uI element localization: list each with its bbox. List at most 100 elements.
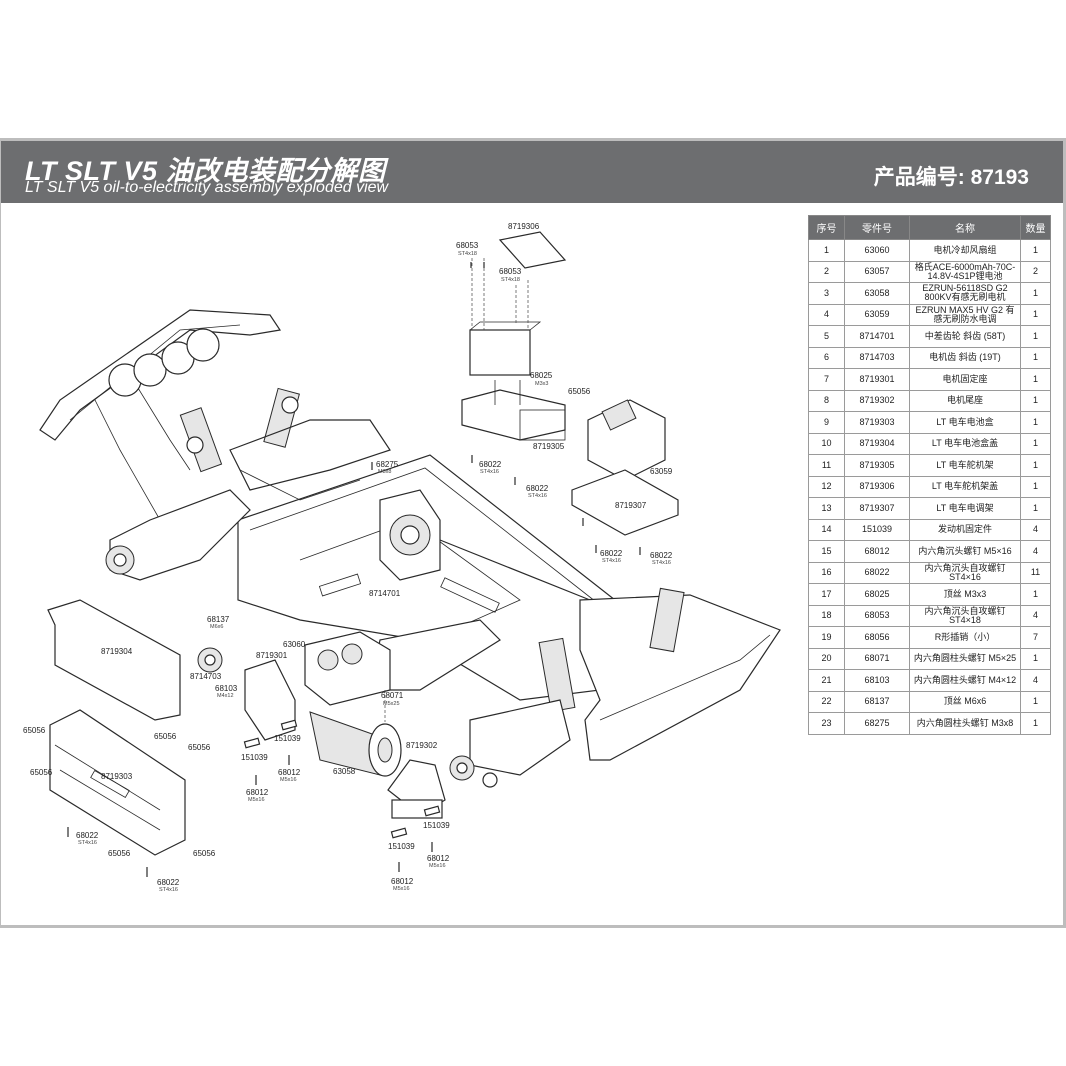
callout-68012-b-spec: M5x16 <box>248 797 265 803</box>
callout-8714703: 8714703 <box>190 672 222 681</box>
cell-name: LT 电车舵机架 <box>909 454 1021 477</box>
cell-name: 内六角沉头自攻螺钉 ST4×18 <box>909 604 1021 627</box>
cell-no: 9 <box>808 411 845 434</box>
callout-68275: 68275 <box>376 460 399 469</box>
callout-68022-e: 68022 <box>76 831 99 840</box>
cell-code: 68071 <box>844 647 910 670</box>
callout-68022-d: 68022 <box>650 551 673 560</box>
cell-qty: 4 <box>1020 604 1051 627</box>
cell-name: 电机冷却风扇组 <box>909 239 1021 262</box>
cell-no: 17 <box>808 583 845 606</box>
callout-68053-b: 68053 <box>499 267 522 276</box>
callout-8719303: 8719303 <box>101 772 133 781</box>
cell-name: LT 电车电池盒 <box>909 411 1021 434</box>
cell-code: 68103 <box>844 669 910 692</box>
cell-code: 68056 <box>844 626 910 649</box>
cell-name: LT 电车电池盒盖 <box>909 432 1021 455</box>
callout-8719302: 8719302 <box>406 741 438 750</box>
cell-no: 22 <box>808 690 845 713</box>
screw-icons <box>67 455 641 877</box>
cell-name: 内六角圆柱头螺钉 M5×25 <box>909 647 1021 670</box>
header-code: 零件号 <box>844 215 910 240</box>
part-63060-fan <box>304 631 391 706</box>
cell-name: R形插销（小） <box>909 626 1021 649</box>
part-8719304 <box>47 599 181 721</box>
cell-name: 电机尾座 <box>909 389 1021 412</box>
callout-65056-f: 65056 <box>193 849 216 858</box>
callout-8714701: 8714701 <box>369 589 401 598</box>
cell-code: 8719302 <box>844 389 910 412</box>
cell-qty: 1 <box>1020 497 1051 520</box>
callout-8719305: 8719305 <box>533 442 565 451</box>
callout-151039-b: 151039 <box>241 753 268 762</box>
cell-qty: 4 <box>1020 518 1051 541</box>
callout-68022-f-spec: ST4x16 <box>159 887 178 893</box>
callout-8719304: 8719304 <box>101 647 133 656</box>
cell-no: 23 <box>808 712 845 735</box>
part-151039-a <box>243 737 261 749</box>
part-151039-c <box>390 827 408 839</box>
cell-no: 4 <box>808 303 845 326</box>
shock-towers <box>108 328 220 397</box>
callout-65056-d: 65056 <box>30 768 53 777</box>
cell-no: 20 <box>808 647 845 670</box>
cell-no: 1 <box>808 239 845 262</box>
cell-name: LT 电车电调架 <box>909 497 1021 520</box>
cell-qty: 1 <box>1020 475 1051 498</box>
table-header-row: 序号 零件号 名称 数量 <box>808 215 1051 240</box>
cell-code: 8719305 <box>844 454 910 477</box>
cell-code: 8719307 <box>844 497 910 520</box>
cell-no: 2 <box>808 260 845 283</box>
cell-qty: 1 <box>1020 282 1051 305</box>
cell-no: 5 <box>808 325 845 348</box>
cell-qty: 2 <box>1020 260 1051 283</box>
cell-qty: 1 <box>1020 454 1051 477</box>
cell-qty: 1 <box>1020 389 1051 412</box>
title-chinese: LT SLT V5 油改电装配分解图 <box>25 156 386 186</box>
cell-qty: 1 <box>1020 368 1051 391</box>
callout-68137-spec: M6x6 <box>210 624 223 630</box>
cell-code: 68025 <box>844 583 910 606</box>
cell-no: 12 <box>808 475 845 498</box>
front-suspension <box>105 387 391 581</box>
callout-68022-c: 68022 <box>600 549 623 558</box>
callout-151039-c: 151039 <box>423 821 450 830</box>
cell-name: 电机齿 斜齿 (19T) <box>909 346 1021 369</box>
cell-no: 3 <box>808 282 845 305</box>
callout-68022-a-spec: ST4x16 <box>480 469 499 475</box>
cell-name: 内六角沉头自攻螺钉 ST4×16 <box>909 561 1021 584</box>
callout-65056-a: 65056 <box>23 726 46 735</box>
callout-68137: 68137 <box>207 615 230 624</box>
callout-68071: 68071 <box>381 691 404 700</box>
cell-code: 63060 <box>844 239 910 262</box>
cell-no: 8 <box>808 389 845 412</box>
callout-63059: 63059 <box>650 467 673 476</box>
cell-no: 16 <box>808 561 845 584</box>
callout-65056-c: 65056 <box>188 743 211 752</box>
callout-68012-d-spec: M5x16 <box>393 886 410 892</box>
exploded-diagram: 8719306 68053 ST4x18 68053 ST4x18 68025 … <box>23 222 781 893</box>
cell-name: 内六角沉头螺钉 M5×16 <box>909 540 1021 563</box>
part-8719306 <box>498 231 567 269</box>
cell-qty: 4 <box>1020 669 1051 692</box>
cell-code: 68022 <box>844 561 910 584</box>
callout-63058: 63058 <box>333 767 356 776</box>
part-63059-esc <box>587 399 666 481</box>
cell-qty: 1 <box>1020 583 1051 606</box>
callout-68012-d: 68012 <box>391 877 414 886</box>
callout-65056-e: 65056 <box>108 849 131 858</box>
part-63058-motor <box>309 690 402 777</box>
callout-68012-b: 68012 <box>246 788 269 797</box>
callout-68012-c-spec: M5x16 <box>429 863 446 869</box>
header-no: 序号 <box>808 215 845 240</box>
callout-8719307: 8719307 <box>615 501 647 510</box>
